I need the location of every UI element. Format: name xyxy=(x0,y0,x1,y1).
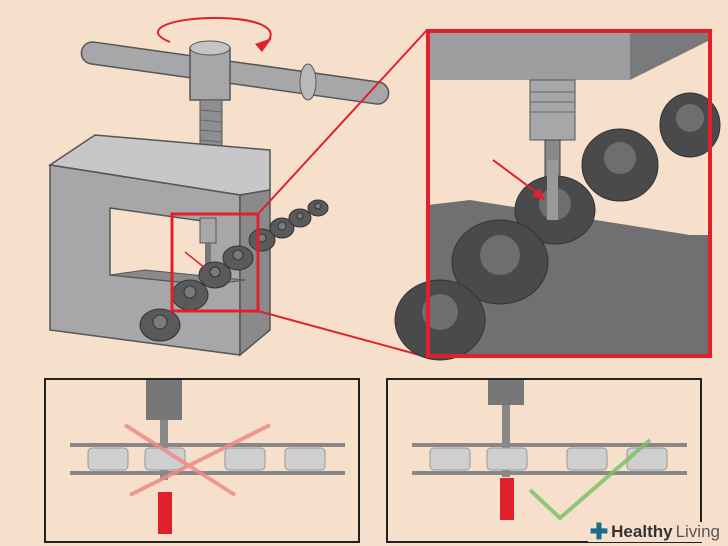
zoom-box xyxy=(426,29,712,358)
panel-correct xyxy=(386,378,702,543)
checkmark-icon xyxy=(528,438,652,521)
tool-handle xyxy=(80,40,390,166)
rotation-arrow-icon xyxy=(156,16,272,52)
zoomed-view xyxy=(394,31,721,361)
pointer-arrow xyxy=(184,251,206,269)
panel-incorrect xyxy=(44,378,360,543)
logo-text-bold: Healthy xyxy=(611,522,673,541)
zoom-source-box xyxy=(170,212,260,313)
plus-leaf-icon: ✚ xyxy=(589,519,609,544)
logo-text-light: Living xyxy=(675,522,720,541)
chain xyxy=(139,199,329,342)
cross-icon xyxy=(123,423,271,497)
healthy-living-logo: ✚ Healthy Living xyxy=(587,519,722,544)
